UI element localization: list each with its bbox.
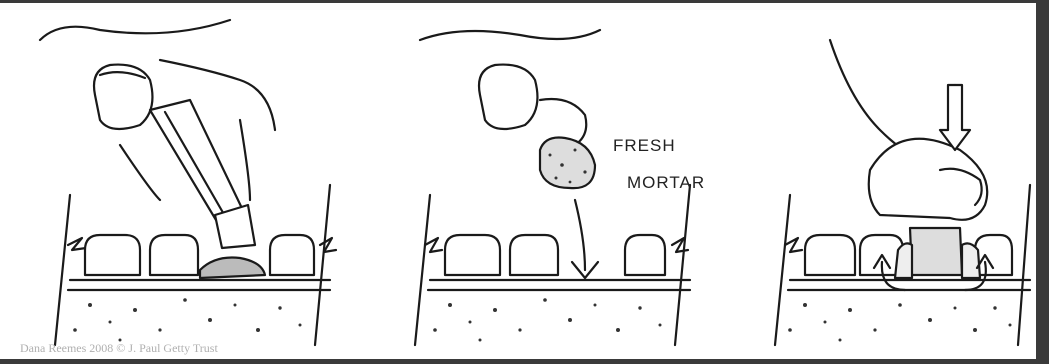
credit-text: Dana Reemes 2008 © J. Paul Getty Trust xyxy=(20,341,218,356)
right-frame xyxy=(1036,0,1049,359)
thumb xyxy=(479,65,537,129)
pressed-stone xyxy=(910,228,962,275)
mortar-label: MORTAR xyxy=(627,173,705,193)
fresh-label: FRESH xyxy=(613,136,676,156)
top-frame xyxy=(0,0,1049,3)
